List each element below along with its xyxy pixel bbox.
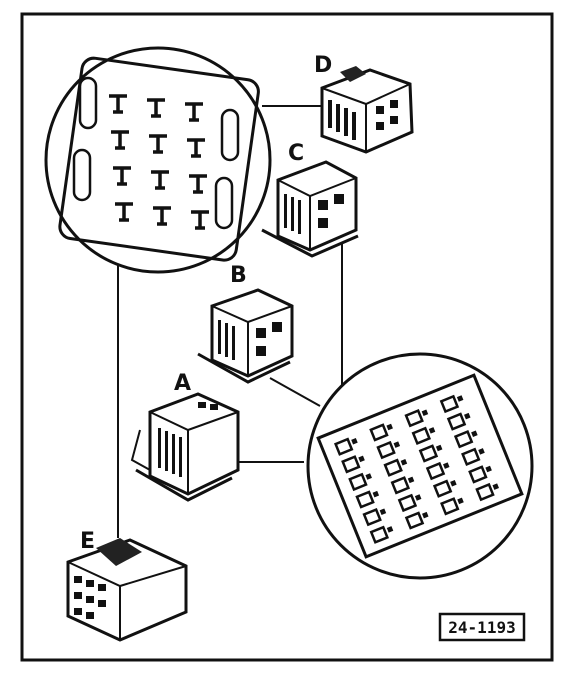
terminal-marker: [492, 483, 499, 490]
terminal-pin: [151, 170, 169, 190]
connector-b: [197, 288, 294, 384]
connector-a: [130, 392, 240, 502]
terminal-pin: [189, 174, 207, 194]
terminal-cavity: [425, 461, 446, 481]
terminal-marker: [478, 448, 485, 455]
terminal-cavity: [446, 412, 467, 431]
terminal-cavity: [404, 511, 425, 530]
terminal-cavity: [369, 423, 389, 442]
terminal-pin: [191, 210, 209, 230]
terminal-cavity: [341, 455, 361, 474]
terminal-cavity: [348, 472, 368, 492]
terminal-pin: [113, 166, 131, 186]
terminal-pin: [115, 202, 133, 222]
terminal-marker: [428, 427, 436, 434]
terminal-cavity: [453, 430, 474, 449]
right-terminal-pins: [333, 394, 499, 544]
connector-c: [261, 160, 359, 258]
terminal-detail-right: [306, 352, 534, 580]
terminal-marker: [372, 490, 380, 498]
terminal-marker: [365, 473, 372, 480]
terminal-marker: [450, 479, 457, 487]
connector-b-pins: [218, 320, 282, 360]
terminal-marker: [351, 437, 358, 445]
terminal-marker: [456, 395, 464, 402]
terminal-cavity: [333, 437, 354, 456]
terminal-marker: [393, 441, 401, 448]
terminal-marker: [379, 508, 387, 515]
terminal-cavity: [418, 444, 439, 463]
terminal-cavity: [468, 465, 488, 484]
connector-c-pins: [284, 194, 344, 234]
connector-e: [66, 538, 188, 642]
terminal-marker: [443, 462, 450, 469]
terminal-cavity: [397, 493, 418, 513]
terminal-marker: [386, 423, 393, 431]
label-e: E: [80, 529, 95, 554]
terminal-pin: [187, 138, 205, 158]
terminal-pin: [109, 94, 127, 114]
connector-e-pins: [74, 576, 106, 619]
terminal-pin: [147, 98, 165, 118]
terminal-cavity: [432, 479, 453, 498]
left-terminal-pins: [109, 94, 209, 230]
terminal-cavity: [376, 440, 396, 460]
terminal-cavity: [475, 482, 495, 502]
terminal-cavity: [404, 409, 424, 428]
terminal-marker: [421, 409, 429, 417]
figure-reference: 24-1193: [438, 612, 526, 642]
terminal-marker: [435, 444, 443, 452]
figure-frame: [20, 12, 554, 662]
terminal-pin: [111, 130, 129, 150]
terminal-marker: [358, 455, 365, 463]
terminal-cavity: [411, 426, 432, 445]
terminal-marker: [457, 497, 464, 505]
terminal-cavity: [390, 476, 411, 495]
label-b: B: [230, 263, 247, 288]
terminal-marker: [422, 511, 429, 519]
connector-d-pins: [328, 100, 398, 140]
terminal-cavity: [355, 490, 375, 509]
terminal-pin: [185, 102, 203, 122]
figure-reference-text: 24-1193: [448, 618, 515, 637]
terminal-cavity: [439, 394, 460, 414]
terminal-pin: [153, 206, 171, 226]
terminal-marker: [407, 476, 415, 484]
terminal-marker: [471, 430, 478, 438]
terminal-cavity: [440, 497, 460, 516]
label-c: C: [288, 141, 304, 166]
terminal-marker: [386, 526, 394, 533]
terminal-marker: [464, 412, 471, 420]
connector-a-pins: [158, 402, 218, 477]
terminal-cavity: [383, 458, 403, 477]
label-d: D: [314, 53, 332, 78]
terminal-cavity: [461, 447, 481, 466]
label-a: A: [174, 371, 191, 396]
terminal-cavity: [362, 507, 382, 527]
connector-d: [320, 66, 414, 154]
terminal-detail-left: [44, 46, 272, 274]
terminal-marker: [414, 494, 422, 501]
leader-lines: [117, 105, 343, 538]
terminal-marker: [485, 465, 492, 473]
terminal-cavity: [369, 525, 390, 544]
terminal-pin: [149, 134, 167, 154]
terminal-marker: [400, 458, 408, 466]
